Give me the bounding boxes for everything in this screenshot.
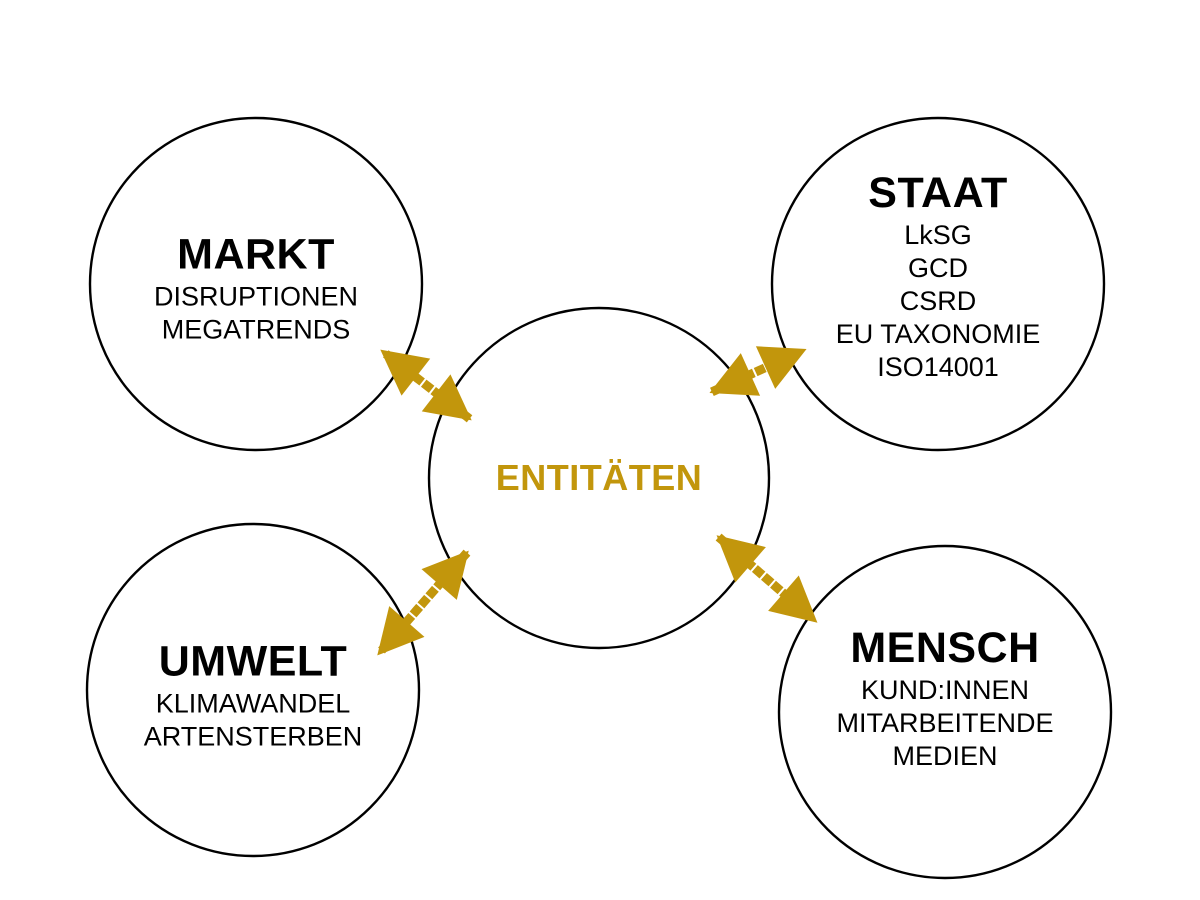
node-item-staat-0: LkSG	[904, 220, 972, 251]
node-item-staat-4: ISO14001	[877, 351, 999, 382]
node-title-mensch: MENSCH	[850, 624, 1040, 673]
node-item-staat-2: CSRD	[899, 286, 977, 317]
connector-center-mensch	[715, 533, 819, 625]
node-item-markt-1: MEGATRENDS	[161, 314, 351, 345]
node-item-staat-3: EU TAXONOMIE	[835, 318, 1041, 349]
node-label-staat: STAAT LkSG GCD CSRD EU TAXONOMIE ISO1400…	[728, 172, 1148, 384]
node-label-markt: MARKT DISRUPTIONEN MEGATRENDS	[46, 230, 466, 347]
circle-umwelt[interactable]	[85, 522, 421, 858]
node-title-umwelt: UMWELT	[158, 637, 348, 686]
node-item-umwelt-1: ARTENSTERBEN	[143, 721, 363, 752]
node-item-mensch-0: KUND:INNEN	[860, 675, 1029, 706]
connector-center-markt	[379, 347, 473, 423]
center-label-entitaeten: ENTITÄTEN	[495, 457, 703, 498]
node-item-mensch-1: MITARBEITENDE	[836, 708, 1054, 739]
node-item-umwelt-0: KLIMAWANDEL	[155, 688, 351, 719]
node-label-mensch: MENSCH KUND:INNEN MITARBEITENDE MEDIEN	[735, 627, 1155, 773]
circle-mensch[interactable]	[777, 544, 1113, 880]
node-item-staat-1: GCD	[908, 253, 968, 284]
circle-staat[interactable]	[770, 116, 1106, 452]
node-title-staat: STAAT	[868, 169, 1008, 218]
node-label-umwelt: UMWELT KLIMAWANDEL ARTENSTERBEN	[43, 637, 463, 754]
node-item-markt-0: DISRUPTIONEN	[153, 281, 359, 312]
connector-center-staat	[709, 346, 807, 396]
circle-entitaeten[interactable]	[427, 306, 771, 650]
connector-center-umwelt	[375, 549, 471, 657]
node-title-markt: MARKT	[177, 230, 335, 279]
node-item-mensch-2: MEDIEN	[892, 740, 998, 771]
circle-markt[interactable]	[88, 116, 424, 452]
